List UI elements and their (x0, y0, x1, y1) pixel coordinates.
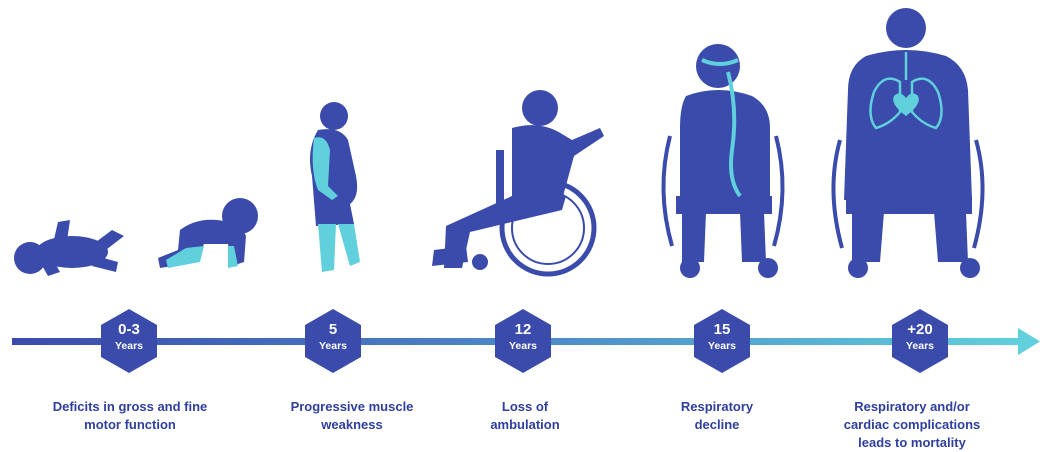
caption-line: Loss of (501, 399, 549, 414)
milestone-unit: Years (114, 340, 144, 352)
lying-infant-figure (14, 220, 124, 276)
milestone-0-3-years: 0-3 Years (100, 308, 158, 374)
hexagon-badge-icon (892, 309, 948, 373)
milestone-number: 0-3 (118, 321, 140, 338)
caption-line: Respiratory and/or (854, 399, 970, 414)
milestone-unit: Years (508, 340, 538, 352)
caption-line: Progressive muscle (290, 399, 414, 414)
caption-line: Deficits in gross and fine (52, 399, 208, 414)
hexagon-badge-icon (694, 309, 750, 373)
caption-line: leads to mortality (858, 435, 966, 450)
milestone-unit: Years (318, 340, 348, 352)
milestone-5-years: 5 Years (304, 308, 362, 374)
caption-muscle-weakness: Progressive muscle weakness (252, 398, 452, 434)
caption-mortality: Respiratory and/or cardiac complications… (812, 398, 1012, 452)
milestone-unit: Years (905, 340, 935, 352)
milestone-number: +20 (907, 321, 933, 338)
milestone-number: 12 (514, 321, 532, 338)
caption-line: Respiratory (680, 399, 754, 414)
caption-line: cardiac complications (843, 417, 981, 432)
wheelchair-child-figure (432, 90, 604, 277)
caption-loss-of-ambulation: Loss of ambulation (425, 398, 625, 434)
milestone-12-years: 12 Years (494, 308, 552, 374)
caption-line: decline (694, 417, 740, 432)
hexagon-badge-icon (305, 309, 361, 373)
caption-respiratory-decline: Respiratory decline (617, 398, 817, 434)
cardiac-respiratory-adult-figure (831, 8, 985, 278)
milestone-unit: Years (707, 340, 737, 352)
milestone-number: 15 (713, 321, 731, 338)
caption-line: weakness (321, 417, 383, 432)
hexagon-badge-icon (101, 309, 157, 373)
milestone-number: 5 (328, 321, 338, 338)
hexagon-badge-icon (495, 309, 551, 373)
milestone-20-plus-years: +20 Years (891, 308, 949, 374)
caption-line: motor function (84, 417, 176, 432)
ventilated-adult-wheelchair-figure (661, 44, 785, 278)
caption-line: ambulation (490, 417, 560, 432)
timeline-arrowhead-icon (1018, 328, 1040, 355)
caption-motor-function: Deficits in gross and fine motor functio… (30, 398, 230, 434)
crawling-baby-figure (158, 198, 258, 268)
standing-child-figure (310, 102, 360, 272)
milestone-15-years: 15 Years (693, 308, 751, 374)
